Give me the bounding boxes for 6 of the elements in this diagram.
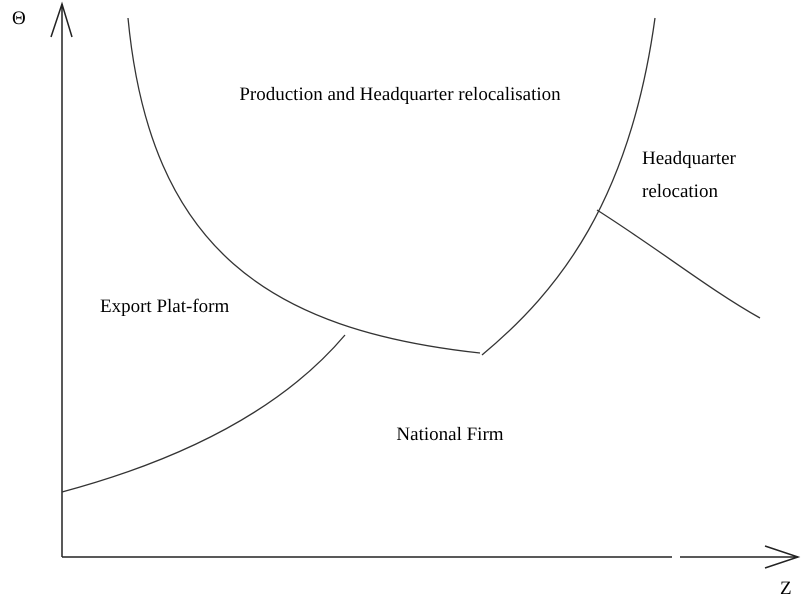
- axis-label: Z: [780, 577, 793, 601]
- axis-label: Θ: [12, 7, 27, 31]
- region-label: Production and Headquarter relocalisation: [238, 83, 562, 107]
- region-label: Export Plat-form: [100, 295, 230, 319]
- region-label: National Firm: [395, 423, 505, 447]
- region-label: Headquarter relocation: [642, 147, 737, 204]
